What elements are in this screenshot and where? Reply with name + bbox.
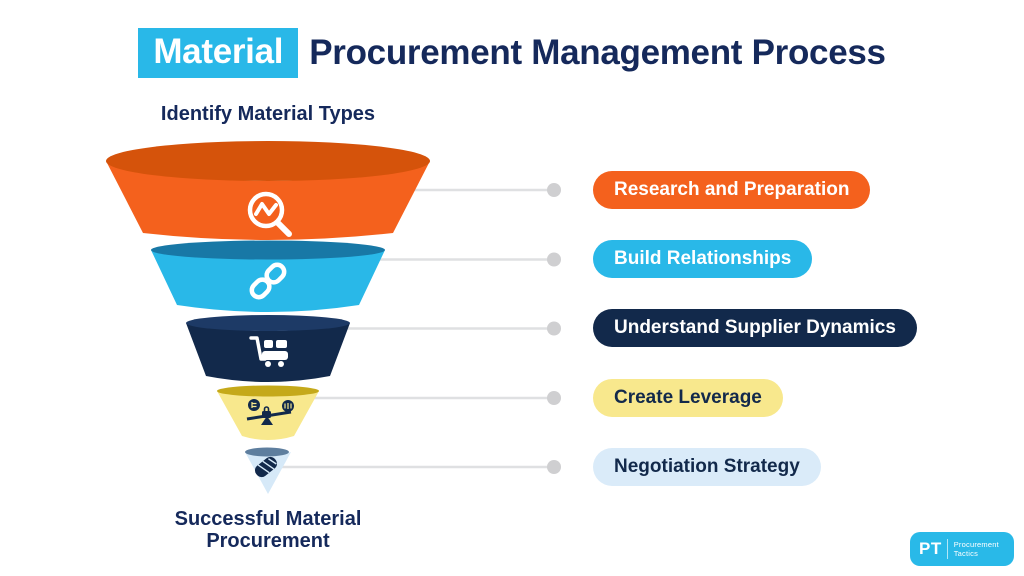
stage-label-pill-research: Research and Preparation	[593, 171, 871, 209]
page-title: Material Procurement Management Process	[0, 28, 1024, 78]
connector-lines	[275, 183, 561, 474]
logo-initials: PT	[919, 539, 942, 558]
trend-search-icon	[247, 191, 292, 237]
connector-dot	[547, 391, 561, 405]
funnel-stage-2	[151, 240, 385, 312]
funnel-stage-1	[106, 141, 430, 240]
connector-dot	[547, 321, 561, 336]
funnel-bottom-label-line2: Procurement	[206, 530, 330, 552]
title-highlighted-word: Material	[138, 28, 299, 78]
stage-label-pill-leverage: Create Leverage	[593, 379, 783, 417]
funnel-bottom-label-line1: Successful Material	[174, 508, 362, 530]
funnel-bottom-label: Successful Material Procurement	[98, 508, 438, 552]
connector-dot	[547, 183, 561, 197]
funnel-stage-4	[217, 385, 319, 440]
stage-label-pill-supplier-dynamics: Understand Supplier Dynamics	[593, 309, 917, 347]
leverage-balance-icon	[246, 399, 294, 425]
procurement-tactics-logo: PT Procurement Tactics	[910, 532, 1014, 566]
connector-dot	[547, 252, 561, 267]
funnel-top-label: Identify Material Types	[160, 103, 376, 125]
funnel-stage-3	[186, 315, 350, 382]
stage-label-pill-negotiation: Negotiation Strategy	[593, 448, 821, 486]
logo-name-line1: Procurement	[953, 540, 999, 549]
handshake-icon	[254, 456, 278, 478]
logo-name: Procurement Tactics	[954, 540, 999, 558]
stage-label-pill-relationships: Build Relationships	[593, 240, 813, 278]
funnel-stage-5	[245, 447, 291, 494]
shopping-cart-icon	[249, 336, 288, 367]
connector-dot	[547, 460, 561, 474]
logo-name-line2: Tactics	[953, 549, 979, 558]
chain-link-icon	[249, 262, 287, 300]
title-rest-text: Procurement Management Process	[309, 33, 886, 72]
logo-divider	[946, 539, 948, 559]
